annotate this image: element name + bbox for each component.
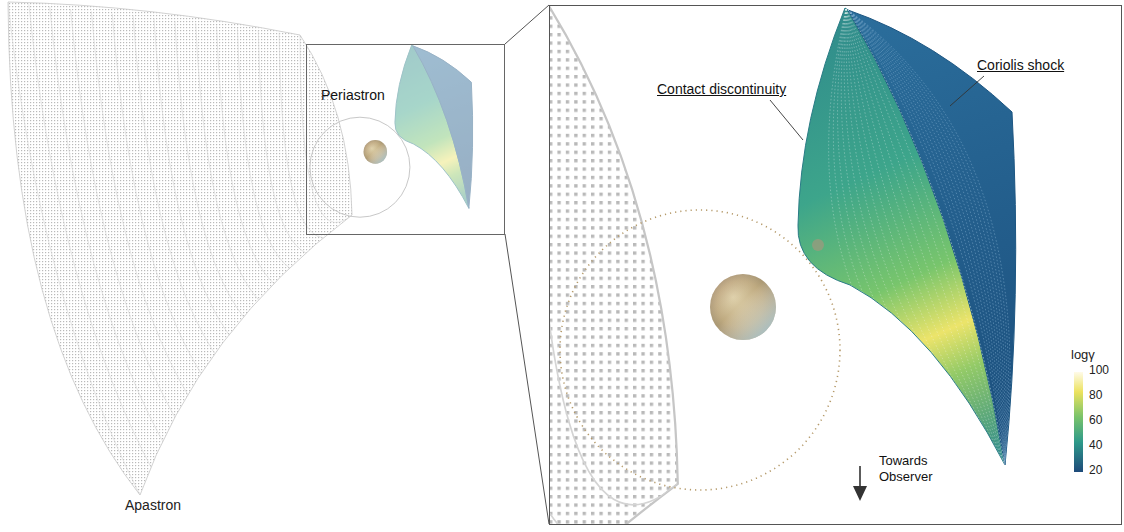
- colorbar-title: logγ: [1071, 348, 1095, 363]
- mesh-line: [848, 10, 1005, 465]
- mesh-line: [29, 4, 155, 475]
- colorbar-tick: 60: [1089, 414, 1102, 428]
- mesh-line: [846, 9, 1005, 465]
- orbit: [310, 117, 410, 217]
- shock-mesh: [829, 9, 1005, 465]
- mesh-line: [829, 9, 1005, 465]
- observer-arrow-head: [853, 486, 867, 501]
- shock-mesh: [848, 10, 1010, 465]
- mesh-line: [848, 10, 1005, 465]
- mesh-line: [848, 10, 1005, 465]
- mesh-line: [848, 10, 1009, 465]
- orbit: [560, 210, 840, 490]
- mesh-line: [846, 9, 1005, 465]
- mesh-line: [846, 9, 1005, 465]
- colorbar-tick: 40: [1089, 439, 1102, 453]
- mesh-line: [846, 9, 1005, 465]
- mesh-line: [196, 23, 277, 315]
- mesh-line: [848, 10, 1005, 465]
- colorbar-tick: 80: [1089, 389, 1102, 403]
- mesh-line: [846, 9, 1005, 465]
- apastron-view: [8, 2, 352, 495]
- coriolis-shock-face: [848, 10, 1016, 465]
- mesh-line: [846, 9, 1005, 465]
- mesh-line: [8, 2, 140, 495]
- inset-frame: Periastron: [306, 44, 505, 235]
- mesh-line: [217, 26, 292, 295]
- mesh-line: [549, 5, 635, 525]
- apastron-shock: [8, 2, 352, 495]
- mesh-line: [71, 9, 186, 435]
- colorbar-tick: 100: [1089, 364, 1109, 378]
- mesh-line: [154, 19, 246, 356]
- inset-scene: [310, 45, 473, 217]
- mesh-line: [549, 5, 593, 525]
- annotation-label: Periastron: [321, 87, 385, 103]
- colorbar: [1074, 372, 1083, 472]
- mesh-line: [848, 10, 1006, 465]
- ridge-line: [848, 10, 1005, 465]
- mesh-line: [258, 30, 321, 255]
- mesh-line: [848, 10, 1005, 465]
- apastron-mesh: [8, 2, 352, 495]
- leader-line: [950, 76, 984, 106]
- mesh-line: [846, 9, 1005, 465]
- mesh-line: [848, 10, 1005, 465]
- observer-arrow-shaft: [859, 466, 861, 488]
- mesh-line: [175, 21, 261, 335]
- companion-star: [812, 239, 824, 251]
- mesh-line: [112, 14, 215, 395]
- mesh-line: [848, 10, 1010, 465]
- inset-view: [310, 45, 473, 217]
- colorbar-tick: 20: [1089, 464, 1102, 478]
- mesh-line: [846, 9, 1005, 465]
- annotation-label: Contact discontinuity: [657, 81, 786, 97]
- annotation-label: Towards Observer: [879, 453, 949, 486]
- star: [710, 274, 776, 340]
- mesh-line: [848, 10, 1005, 465]
- leader-line: [770, 100, 803, 140]
- star: [364, 140, 388, 164]
- periastron-shock: [395, 45, 473, 208]
- mesh-line: [91, 11, 200, 415]
- mesh-line: [133, 16, 231, 375]
- mesh-line: [848, 10, 1005, 465]
- star-tint: [710, 274, 776, 340]
- coriolis-shock-face: [413, 46, 473, 209]
- periastron-shock: [798, 8, 1016, 465]
- mesh-line: [844, 9, 1005, 465]
- zoom-view: [549, 5, 1016, 525]
- mesh-line: [237, 28, 306, 275]
- view-label: Apastron: [125, 497, 181, 513]
- mesh-line: [300, 35, 352, 223]
- mesh-line: [279, 33, 337, 238]
- mesh-line: [549, 5, 678, 505]
- annotation-label: Coriolis shock: [977, 57, 1064, 73]
- mesh-line: [838, 9, 1005, 465]
- zoom-panel: Contact discontinuity Coriolis shockTowar…: [549, 5, 1122, 525]
- mesh-line: [50, 7, 171, 455]
- mesh-line: [848, 10, 1007, 465]
- periastron-scene: [560, 8, 1016, 490]
- star-tint: [364, 140, 388, 164]
- mesh-line: [841, 9, 1005, 465]
- mesh-line: [846, 9, 1005, 465]
- zoom-connector: [505, 5, 549, 524]
